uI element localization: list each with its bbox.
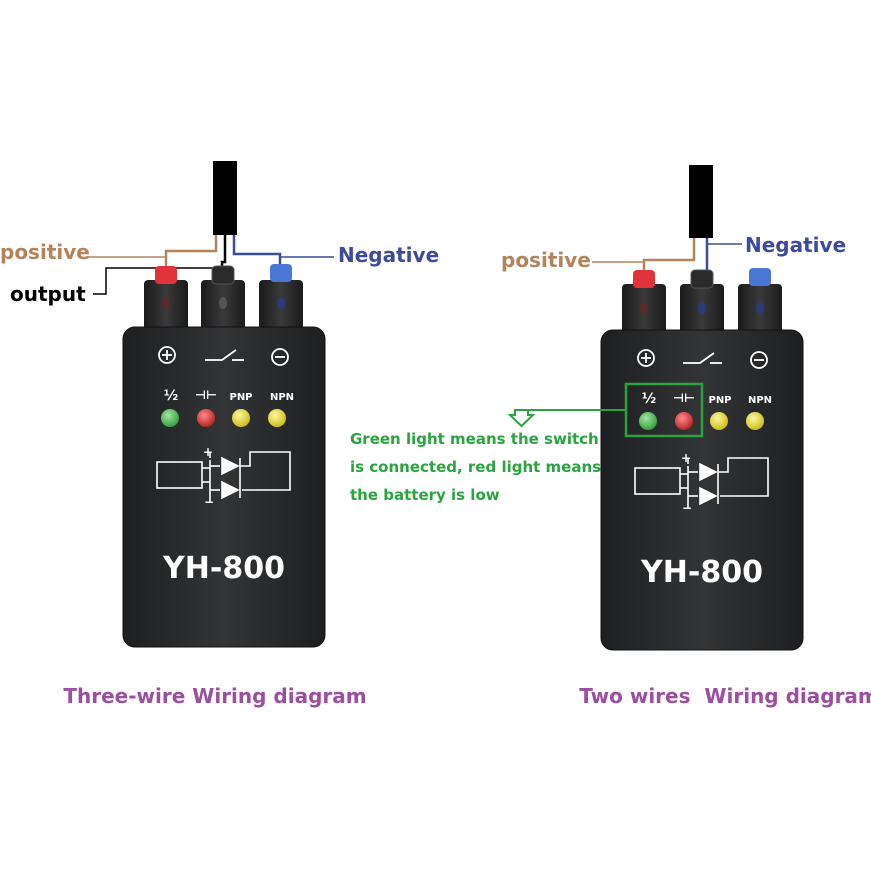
left-diagram: positive output Negative <box>0 161 439 708</box>
right-schematic-plus: + <box>681 451 691 465</box>
right-positive-wire <box>642 238 696 276</box>
right-minus-symbol-icon <box>750 351 768 369</box>
right-negative-label: Negative <box>745 233 846 257</box>
annotation-line-1: Green light means the switch <box>350 430 599 448</box>
left-cable <box>213 161 237 235</box>
left-led-label-npn: NPN <box>270 392 294 403</box>
left-terminal-positive <box>144 266 188 330</box>
left-terminal-negative <box>259 264 303 330</box>
right-terminal-negative <box>680 269 724 334</box>
annotation-line-2: is connected, red light means <box>350 458 601 476</box>
left-output-label: output <box>10 282 86 306</box>
left-caption: Three-wire Wiring diagram <box>63 684 366 708</box>
annotation-line-3: the battery is low <box>350 486 500 504</box>
right-led-yellow-pnp <box>710 412 728 430</box>
left-led-yellow-pnp <box>232 409 250 427</box>
left-output-wire <box>220 235 227 270</box>
right-terminal-positive <box>622 270 666 334</box>
left-minus-symbol-icon <box>271 348 289 366</box>
left-led-label-pnp: PNP <box>229 392 252 403</box>
annotation: Green light means the switch is connecte… <box>350 409 626 504</box>
right-schematic-minus: − <box>682 501 692 515</box>
right-positive-label: positive <box>501 248 591 272</box>
right-led-label-npn: NPN <box>748 395 772 406</box>
left-led-red <box>197 409 215 427</box>
right-model-label: YH-800 <box>640 555 763 590</box>
right-led-green <box>639 412 657 430</box>
left-positive-wire <box>164 235 218 270</box>
left-negative-label: Negative <box>338 243 439 267</box>
left-schematic-minus: − <box>204 495 214 509</box>
right-switch-symbol-icon <box>683 352 722 364</box>
left-model-label: YH-800 <box>162 551 285 586</box>
right-caption: Two wires Wiring diagram <box>579 684 871 708</box>
right-terminal-blue <box>738 268 782 334</box>
left-positive-label: positive <box>0 240 90 264</box>
left-led-label-switch: ½ <box>164 388 179 404</box>
right-cable <box>689 165 713 238</box>
right-led-yellow-npn <box>746 412 764 430</box>
left-led-label-battery: ⊣⊢ <box>195 388 217 402</box>
left-schematic-plus: + <box>203 445 213 459</box>
right-led-label-battery: ⊣⊢ <box>673 391 695 405</box>
left-negative-wire <box>232 235 282 268</box>
right-diagram: positive Negative <box>501 165 871 708</box>
left-led-green <box>161 409 179 427</box>
left-switch-symbol-icon <box>205 349 244 361</box>
right-led-label-pnp: PNP <box>708 395 731 406</box>
left-led-yellow-npn <box>268 409 286 427</box>
right-schematic-icon <box>634 457 769 508</box>
right-led-red <box>675 412 693 430</box>
right-led-label-switch: ½ <box>642 391 657 407</box>
right-plus-symbol-icon <box>637 349 655 367</box>
left-plus-symbol-icon <box>158 346 176 364</box>
down-arrow-icon <box>507 409 536 428</box>
left-terminal-output <box>201 265 245 330</box>
left-schematic-icon <box>156 451 291 502</box>
